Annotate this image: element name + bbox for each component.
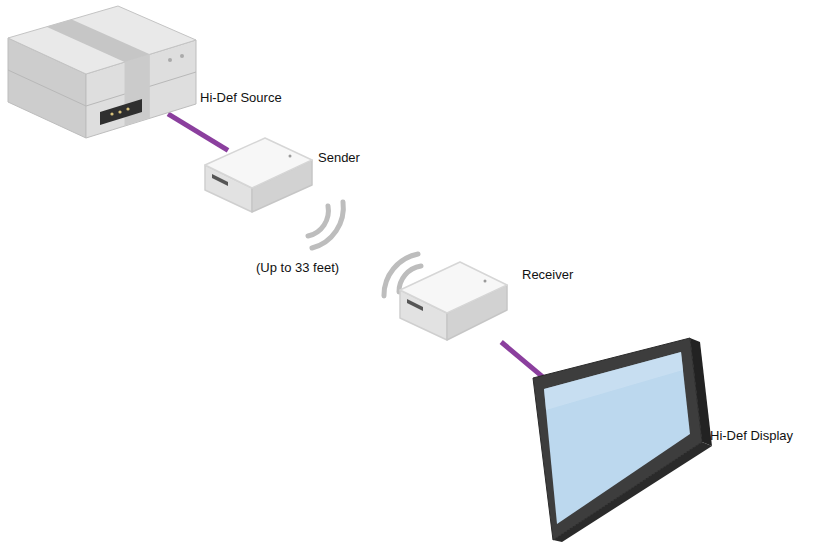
display-bezel [533,338,702,540]
display-device [533,338,712,542]
receiver-device [400,262,507,340]
source-button [180,54,184,58]
source-display-window [100,99,142,125]
device-label: Receiver [522,267,573,282]
source-top-face [8,6,196,74]
wave-arc [308,206,328,236]
receiver-logo [407,299,423,311]
source-indicator [110,112,113,115]
device-label: Hi-Def Source [200,90,282,105]
receiver-led [484,280,487,283]
device-node: Receiver [400,262,507,342]
display-screen [544,352,690,524]
device-node: Hi-Def Display [560,360,700,540]
display-screen-sheen [544,352,683,410]
source-indicator [126,107,129,110]
wave-arc [312,202,343,248]
sender-logo [212,174,228,186]
device-node: Hi-Def Source [8,5,168,125]
sender-wireless-waves [308,202,343,248]
source-top-band [47,19,150,62]
source-split-line [8,70,86,106]
source-button [168,58,172,62]
distance-note: (Up to 33 feet) [256,260,339,275]
source-device [8,6,196,138]
device-node: Sender [228,138,312,214]
device-label: Hi-Def Display [710,428,793,443]
source-indicator [118,110,121,113]
sender-device [205,138,312,212]
hdmi-cable [501,342,560,391]
hdmi-cable [168,114,228,151]
sender-led [289,155,292,158]
receiver-top-face [400,262,507,313]
device-label: Sender [318,150,360,165]
